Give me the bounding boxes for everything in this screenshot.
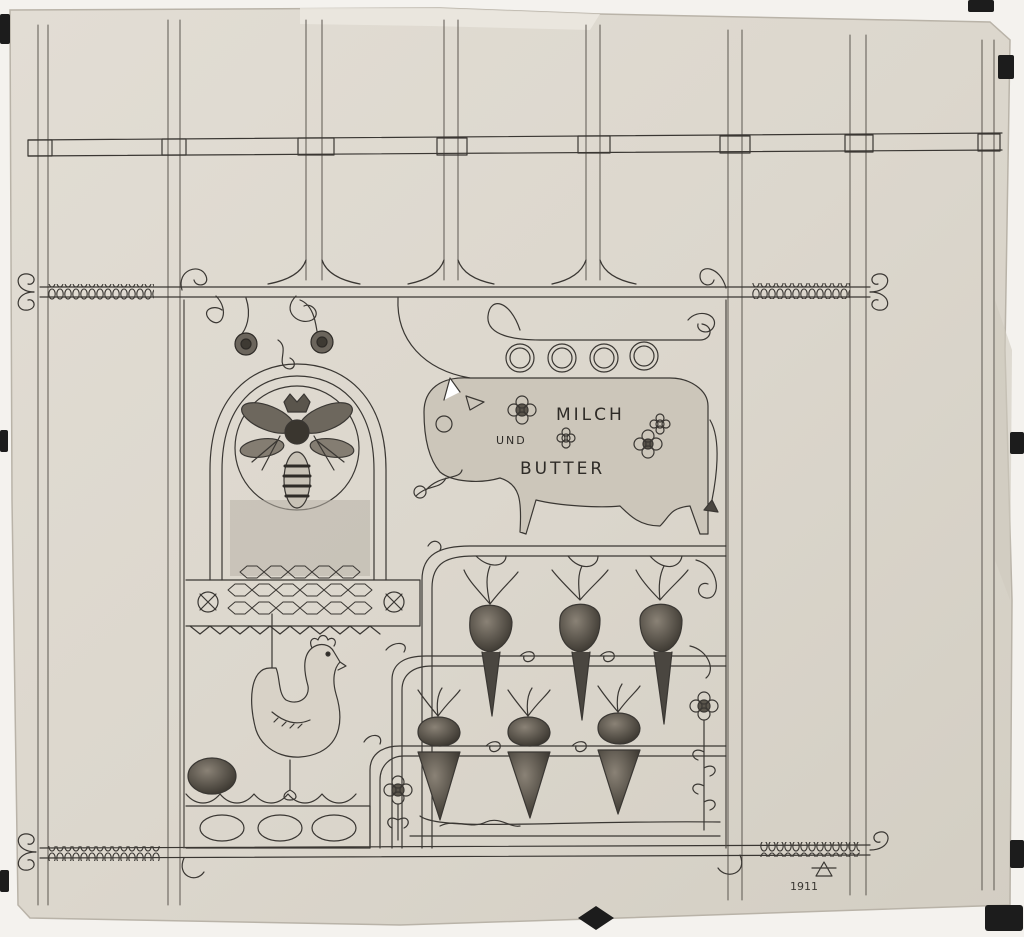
flower-icon [633, 429, 663, 459]
post-feet [267, 259, 637, 285]
rose-vines [205, 295, 334, 370]
cow-body [423, 377, 709, 535]
turnip-icon [551, 565, 609, 721]
egg-icon [187, 757, 237, 795]
rack-flowers [383, 691, 719, 841]
flower-icon [689, 691, 719, 721]
cow-lettering: MILCH UND BUTTER [496, 405, 625, 479]
clip-bottom-right [985, 905, 1023, 931]
scroll-left [17, 273, 35, 293]
turnip-top-row [463, 565, 689, 725]
flower-icon [556, 427, 576, 449]
clip-right-mid [1010, 432, 1024, 454]
flower-icon [383, 775, 413, 805]
signature-mark: 1911 [790, 861, 837, 893]
egg-base [185, 757, 371, 849]
cow-horn-right [487, 303, 711, 341]
flower-icon [507, 395, 537, 425]
scroll-lower-left [17, 833, 37, 853]
turnip-icon [635, 565, 689, 725]
leaf-sprig [427, 540, 442, 551]
turnip-icon [597, 683, 641, 815]
rose-left-icon [234, 332, 258, 356]
clip-left-mid [0, 430, 8, 452]
inner-panel-frame [183, 299, 727, 849]
cow-horn-left [397, 297, 471, 379]
clip-right-top [998, 55, 1014, 79]
turnip-rack [363, 540, 727, 849]
hen-body [251, 643, 341, 758]
pencil-drawing: MILCH UND BUTTER [17, 19, 1003, 906]
shaded-ground [230, 500, 370, 576]
turnip-icon [417, 687, 461, 821]
bee-icon [239, 393, 355, 509]
clip-right-bottom [1010, 840, 1024, 868]
bee-emblem [209, 363, 387, 581]
rosette-right-icon [383, 591, 405, 613]
flower-icon [649, 413, 671, 435]
signature-date: 1911 [790, 880, 818, 893]
upper-bar [17, 268, 889, 311]
top-rail [27, 132, 1003, 157]
clip-top-right [968, 0, 994, 12]
turnip-bottom-row [417, 683, 641, 821]
clip-bottom-center [578, 906, 614, 930]
lower-bar [17, 831, 889, 879]
honeycomb-cells [227, 565, 373, 615]
turnip-icon [507, 687, 551, 819]
turnip-icon [463, 565, 519, 717]
cow-figure [397, 297, 719, 535]
hen-figure [251, 613, 347, 801]
clip-left-bottom [0, 870, 9, 892]
lettering-und: UND [496, 434, 527, 447]
lettering-milch: MILCH [556, 405, 625, 425]
clip-left-top [0, 14, 10, 44]
lettering-butter: BUTTER [520, 459, 605, 479]
honeycomb-beam [185, 565, 421, 635]
scroll-right [869, 273, 889, 293]
rose-right-icon [310, 330, 334, 354]
rosette-left-icon [197, 591, 219, 613]
